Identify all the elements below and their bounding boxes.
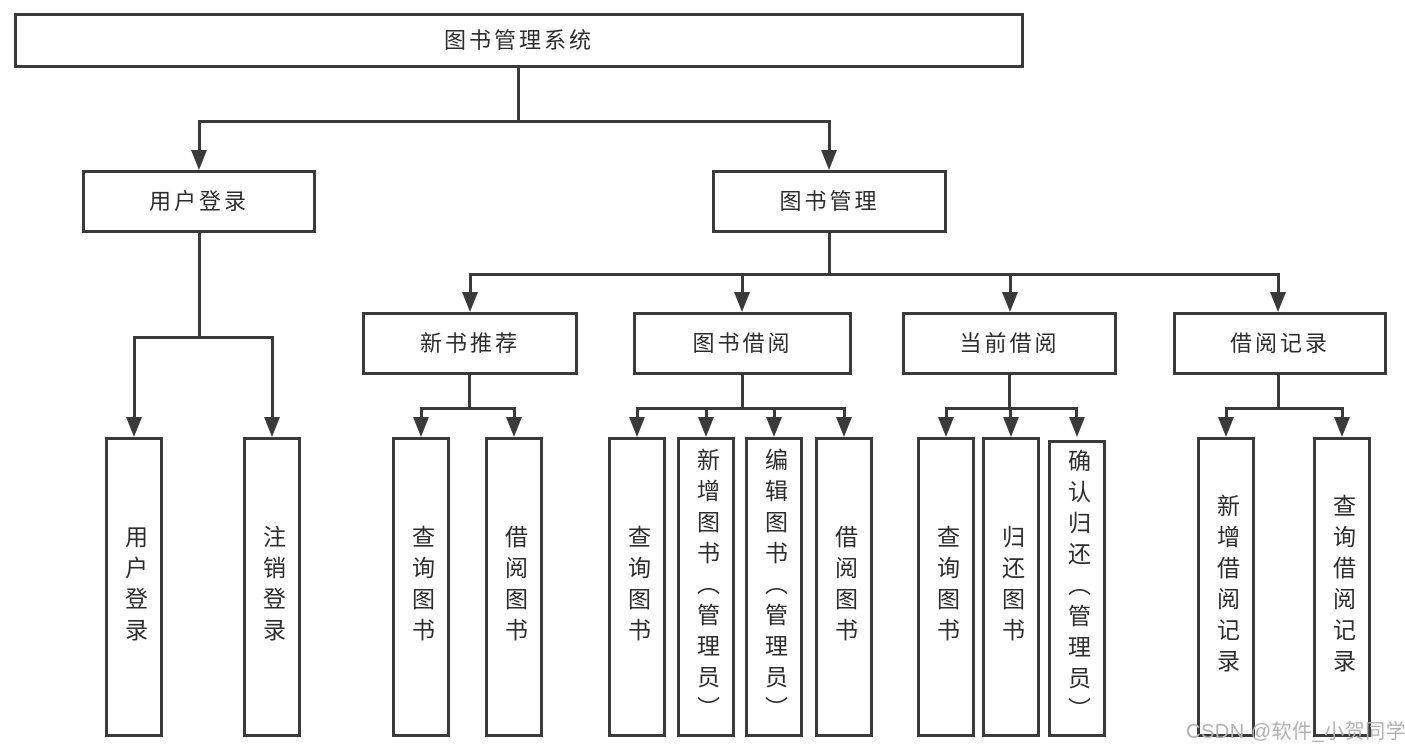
- node-label: 图书管理: [779, 188, 880, 214]
- node-library-management-system: 图书管理系统: [14, 13, 1024, 68]
- arrow-down-icon: [836, 417, 852, 437]
- leaf-label: 注销登录: [259, 525, 286, 649]
- connector-line: [636, 407, 639, 419]
- node-user-login: 用户登录: [82, 170, 316, 233]
- leaf-query-books-current: 查询图书: [917, 437, 975, 737]
- connector-line: [1225, 407, 1228, 419]
- arrow-down-icon: [734, 292, 750, 312]
- arrow-down-icon: [1003, 417, 1019, 437]
- leaf-label: 查询借阅记录: [1329, 494, 1356, 680]
- node-borrowing-records: 借阅记录: [1173, 312, 1387, 375]
- leaf-label: 借阅图书: [501, 525, 528, 649]
- connector-line: [1277, 273, 1280, 295]
- leaf-edit-books-admin: 编辑图书（管理员）: [745, 437, 803, 737]
- arrow-down-icon: [191, 150, 207, 170]
- leaf-query-books-newbooks: 查询图书: [392, 437, 450, 737]
- leaf-borrow-books-borrowing: 借阅图书: [815, 437, 873, 737]
- node-book-borrowing: 图书借阅: [633, 312, 852, 375]
- arrow-down-icon: [1002, 292, 1018, 312]
- connector-line: [1009, 273, 1012, 295]
- arrow-down-icon: [629, 417, 645, 437]
- node-label: 借阅记录: [1229, 330, 1330, 356]
- arrow-down-icon: [506, 417, 522, 437]
- connector-line: [517, 68, 520, 120]
- connector-line: [133, 336, 136, 419]
- leaf-borrow-books-newbooks: 借阅图书: [485, 437, 543, 737]
- connector-line: [741, 273, 744, 295]
- leaf-add-borrow-record: 新增借阅记录: [1197, 437, 1255, 737]
- arrow-down-icon: [1334, 417, 1350, 437]
- connector-line: [1277, 375, 1280, 407]
- node-new-book-recommendation: 新书推荐: [362, 312, 578, 375]
- arrow-down-icon: [264, 417, 280, 437]
- connector-line: [828, 120, 831, 152]
- connector-line: [843, 407, 846, 419]
- connector-line: [271, 336, 274, 419]
- leaf-label: 归还图书: [998, 525, 1025, 649]
- node-book-management: 图书管理: [712, 170, 947, 233]
- connector-line: [133, 336, 274, 339]
- connector-line: [198, 120, 831, 123]
- connector-line: [420, 407, 423, 419]
- leaf-label: 用户登录: [121, 525, 148, 649]
- node-current-borrowing: 当前借阅: [902, 312, 1117, 375]
- connector-line: [741, 375, 744, 407]
- leaf-label: 新增借阅记录: [1213, 494, 1240, 680]
- node-label: 图书借阅: [692, 330, 793, 356]
- node-label: 用户登录: [148, 188, 249, 214]
- connector-line: [420, 407, 516, 410]
- arrow-down-icon: [126, 417, 142, 437]
- connector-line: [773, 407, 776, 419]
- leaf-query-borrow-record: 查询借阅记录: [1313, 437, 1371, 737]
- connector-line: [945, 407, 948, 419]
- arrow-down-icon: [1069, 417, 1085, 437]
- leaf-label: 借阅图书: [831, 525, 858, 649]
- connector-line: [468, 375, 471, 407]
- connector-line: [198, 120, 201, 152]
- leaf-label: 查询图书: [933, 525, 960, 649]
- arrow-down-icon: [821, 150, 837, 170]
- leaf-confirm-return-admin: 确认归还（管理员）: [1048, 440, 1106, 737]
- connector-line: [469, 273, 472, 295]
- leaf-label: 查询图书: [408, 525, 435, 649]
- arrow-down-icon: [938, 417, 954, 437]
- node-label: 图书管理系统: [443, 27, 594, 53]
- node-label: 当前借阅: [959, 330, 1060, 356]
- leaf-add-books-admin: 新增图书（管理员）: [677, 437, 735, 737]
- leaf-logout: 注销登录: [243, 437, 301, 737]
- leaf-user-login: 用户登录: [105, 437, 163, 737]
- leaf-query-books-borrowing: 查询图书: [608, 437, 666, 737]
- connector-line: [469, 273, 1280, 276]
- node-label: 新书推荐: [419, 330, 520, 356]
- arrow-down-icon: [1270, 292, 1286, 312]
- arrow-down-icon: [1218, 417, 1234, 437]
- arrow-down-icon: [413, 417, 429, 437]
- connector-line: [513, 407, 516, 419]
- arrow-down-icon: [766, 417, 782, 437]
- watermark: CSDN @软件_小贺同学: [1186, 721, 1405, 743]
- leaf-label: 新增图书（管理员）: [693, 447, 720, 727]
- connector-line: [1008, 375, 1011, 407]
- arrow-down-icon: [698, 417, 714, 437]
- connector-line: [1341, 407, 1344, 419]
- connector-line: [1225, 407, 1344, 410]
- connector-line: [198, 233, 201, 336]
- connector-line: [1075, 407, 1078, 419]
- connector-line: [828, 233, 831, 273]
- leaf-label: 确认归还（管理员）: [1064, 449, 1091, 728]
- connector-line: [705, 407, 708, 419]
- leaf-label: 编辑图书（管理员）: [761, 447, 788, 727]
- arrow-down-icon: [462, 292, 478, 312]
- leaf-return-books: 归还图书: [982, 437, 1040, 737]
- connector-line: [636, 407, 846, 410]
- connector-line: [1009, 407, 1012, 419]
- leaf-label: 查询图书: [624, 525, 651, 649]
